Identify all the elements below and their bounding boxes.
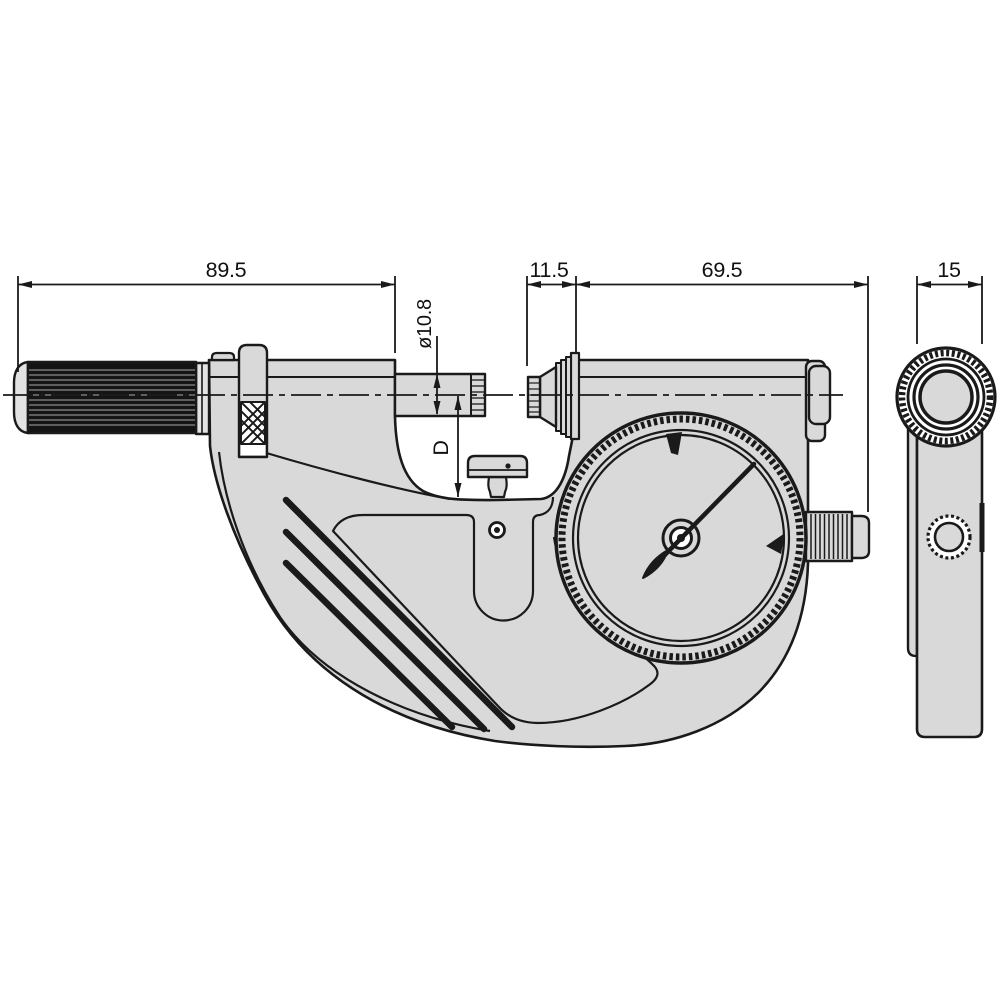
dimension-spindle-diameter: ø10.8 [414, 299, 441, 415]
groove-line [282, 496, 516, 731]
dim-label-frame-width: 69.5 [702, 258, 743, 282]
arrow-left-icon [917, 281, 931, 288]
dimensions: 89.5 11.5 69.5 15 [17, 258, 983, 512]
dimension-anvil-protrusion: 11.5 [526, 258, 577, 366]
arrow-left-icon [576, 281, 590, 288]
arrow-down-icon [454, 483, 462, 497]
dial-ring-outer [571, 428, 791, 648]
arrow-left-icon [527, 281, 541, 288]
side-frame-strip [906, 417, 919, 658]
dimension-frame-width: 69.5 [576, 258, 869, 512]
side-body-outline [915, 428, 984, 739]
dial-bezel-knurl-ring [558, 415, 804, 661]
clamp-crosshatch [241, 402, 265, 444]
dimension-throat-depth: D [429, 396, 462, 497]
groove-line [282, 559, 456, 731]
dim-label-throat-depth: D [429, 440, 453, 455]
arrow-right-icon [381, 281, 395, 288]
dim-label-side-width: 15 [937, 258, 961, 282]
side-body-fill [917, 430, 982, 737]
button-pin [505, 463, 511, 469]
arrow-up-icon [433, 374, 441, 388]
thimble-knurl [26, 360, 198, 435]
heat-shield-grooves [282, 496, 516, 733]
spindle-tip-texture [472, 379, 484, 411]
dimension-overall-length: 89.5 [17, 258, 396, 372]
thimble-end-cap [12, 360, 30, 435]
screw-center-dot [494, 527, 500, 533]
dial-center-dot [677, 534, 685, 542]
arrow-down-icon [433, 401, 441, 415]
dimension-side-width: 15 [916, 258, 983, 344]
dial-limit-marker-top [666, 432, 682, 455]
arrow-right-icon [562, 281, 576, 288]
collar-ring [194, 361, 211, 436]
anvil-base-ring [569, 351, 581, 441]
button-cap [466, 454, 529, 479]
side-view [895, 346, 997, 739]
dial-limit-marker-right [766, 533, 785, 554]
dim-label-overall-length: 89.5 [206, 258, 247, 282]
thimble [12, 360, 198, 435]
side-thimble-end [895, 346, 997, 448]
knob-end-cap [850, 514, 871, 560]
button-stem [487, 475, 508, 499]
frame-top-bump [210, 351, 236, 362]
locking-clamp [237, 343, 269, 459]
arrow-left-icon [18, 281, 32, 288]
arrow-right-icon [854, 281, 868, 288]
arrow-up-icon [454, 396, 462, 410]
anvil-cone [538, 365, 558, 429]
chamfer-line [217, 451, 491, 733]
dial-needle [649, 461, 757, 571]
knob-knurl-lines [810, 514, 848, 559]
dim-label-anvil-protrusion: 11.5 [529, 258, 568, 282]
dim-label-spindle-diameter: ø10.8 [414, 299, 436, 349]
anvil [526, 351, 581, 441]
arrow-right-icon [968, 281, 982, 288]
adjuster-screw [488, 521, 506, 539]
side-knob-end [926, 514, 972, 560]
dial-indicator [554, 411, 808, 665]
groove-line [282, 528, 488, 733]
dial-needle-tail [642, 549, 669, 579]
barrel-underside-line [262, 450, 451, 501]
recess-panel-outline [331, 496, 659, 725]
front-view [12, 343, 871, 749]
fine-adjust-knob [804, 510, 871, 563]
thumb-stop-button [466, 454, 529, 499]
